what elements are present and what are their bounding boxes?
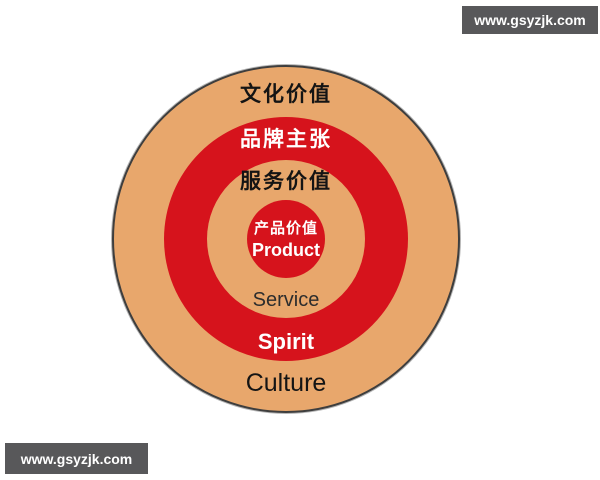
ring-spirit-label-en: Spirit xyxy=(257,329,315,354)
ring-culture-label-en: Culture xyxy=(245,369,327,397)
ring-service-label-cn: 服务价值 xyxy=(240,170,332,193)
ring-culture-label-cn: 文化价值 xyxy=(240,83,332,106)
watermark-top-right: www.gsyzjk.com xyxy=(462,6,598,34)
ring-product-circle xyxy=(247,200,325,278)
ring-spirit-label-cn: 品牌主张 xyxy=(240,128,332,151)
ring-product-label-cn: 产品价值 xyxy=(253,220,319,237)
ring-product-label-en: Product xyxy=(251,240,321,260)
watermark-bottom-left: www.gsyzjk.com xyxy=(5,443,148,474)
ring-product-label-group: 产品价值 Product xyxy=(252,218,320,261)
ring-service-label-en: Service xyxy=(252,289,320,311)
